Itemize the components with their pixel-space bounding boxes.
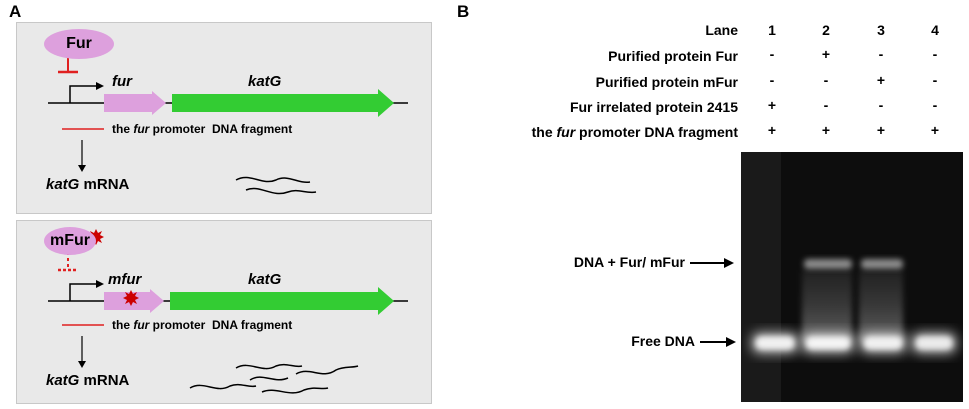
condition-cell: - [932,72,938,88]
fur-gene-arrow [104,91,166,115]
mrna-squiggle [235,363,303,370]
condition-cell: + [767,122,777,138]
promoter-arrow [69,85,96,103]
gel-left-haze [741,152,781,402]
condition-cell: - [823,97,829,113]
lane-3-free-dna-band-core [864,337,902,349]
katg-gene-arrow [172,89,394,117]
mutation-star-icon [123,290,139,306]
mrna-squiggle [235,176,311,183]
lane-number: 4 [931,22,939,38]
panel-b-label: B [457,2,470,21]
katg-gene-arrow [170,287,394,315]
mfur-protein-oval: mFur [44,227,96,255]
lane-number: 3 [877,22,885,38]
complex-band-label: DNA + Fur/ mFur [573,254,685,270]
condition-row-label: Purified protein mFur [595,74,738,90]
lane-3-smear [859,270,903,342]
fragment-label: the fur promoter DNA fragment [112,318,293,332]
mrna-squiggle [295,365,359,375]
condition-cell: - [823,72,829,88]
promoter-arrowhead [96,280,104,288]
down-arrowhead [78,165,86,172]
down-arrowhead [78,361,86,368]
condition-cell: + [876,122,886,138]
katg-gene-label: katG [248,271,282,288]
lane-2-complex-band [804,259,852,269]
condition-cell: - [769,46,775,62]
katg-mrna-label: katG mRNA [46,372,130,389]
condition-cell: - [932,46,938,62]
katg-mrna-label: katG mRNA [46,176,130,193]
condition-cell: + [876,72,886,88]
condition-cell: - [769,72,775,88]
lane-number: 2 [822,22,830,38]
condition-cell: + [767,97,777,113]
condition-cell: - [932,97,938,113]
mfur-gene-label: mfur [108,271,142,288]
fur-gene-label: fur [112,73,132,90]
lane-2-smear [802,270,852,342]
condition-cell: - [878,97,884,113]
katg-gene-label: katG [248,73,282,90]
lane-header-label: Lane [705,22,738,38]
mrna-squiggle [245,187,317,195]
condition-cell: + [821,46,831,62]
lane-1-free-dna-band-core [756,337,794,349]
condition-row-label: Fur irrelated protein 2415 [569,99,738,115]
condition-row-label: the fur promoter DNA fragment [531,124,738,140]
condition-cell: + [930,122,940,138]
fur-protein-oval: Fur [44,29,114,59]
mrna-squiggle [189,383,257,390]
lane-4-free-dna-band-core [916,337,952,349]
lane-3-complex-band [861,259,903,269]
promoter-arrowhead [96,82,104,90]
complex-band-arrowhead [724,258,734,268]
free-dna-label: Free DNA [631,333,695,349]
panel-a-label: A [9,2,22,21]
mrna-squiggle [249,376,289,381]
lane-2-free-dna-band-core [806,337,850,349]
condition-cell: - [878,46,884,62]
condition-cell: + [821,122,831,138]
fragment-label: the fur promoter DNA fragment [112,122,293,136]
promoter-arrow [69,283,96,301]
lane-number: 1 [768,22,776,38]
condition-row-label: Purified protein Fur [608,48,738,64]
mrna-squiggle [261,387,329,394]
free-dna-arrowhead [726,337,736,347]
